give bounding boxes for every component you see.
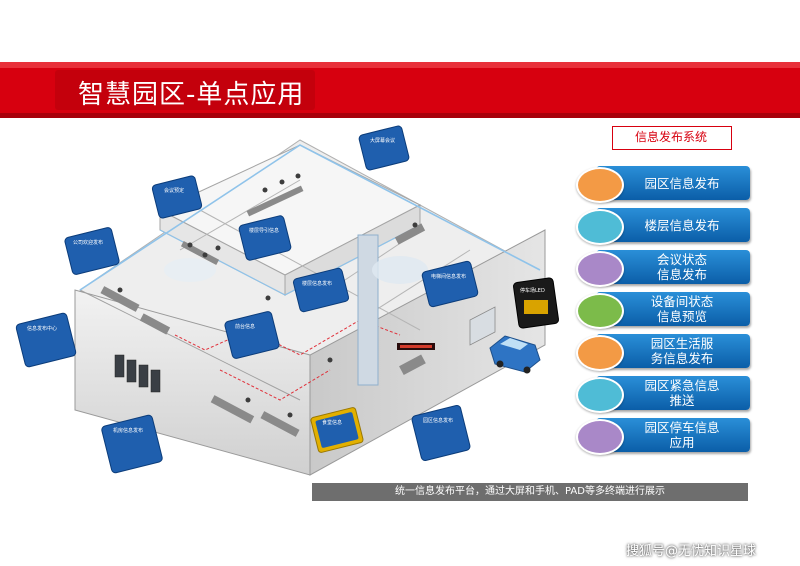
callout-label-reception: 前台信息 xyxy=(235,323,255,330)
feature-dot xyxy=(576,377,624,413)
feature-label: 园区紧急信息推送 xyxy=(644,378,720,408)
feature-item-parking-app: 园区停车信息应用 xyxy=(572,417,750,455)
callout-label-canteen: 食堂信息 xyxy=(322,419,342,426)
feature-dot xyxy=(576,335,624,371)
title-plate xyxy=(55,70,315,110)
callout-meeting-booking: 会议预定 xyxy=(151,175,203,219)
callout-label-company-welcome: 公司欢迎发布 xyxy=(73,239,103,246)
feature-item-emergency-push: 园区紧急信息推送 xyxy=(572,375,750,413)
feature-label: 园区生活服务信息发布 xyxy=(650,336,714,366)
callout-label-video-conference: 大屏幕会议 xyxy=(370,137,395,144)
feature-label: 会议状态信息发布 xyxy=(656,252,707,282)
callout-label-parking-led: 停车场LED xyxy=(520,287,545,294)
callout-label-floor-guide: 楼层导引信息 xyxy=(249,227,279,234)
callout-canteen: 食堂信息 xyxy=(310,407,364,453)
callout-floor-info: 楼层信息发布 xyxy=(292,267,350,313)
feature-label: 园区信息发布 xyxy=(644,175,720,191)
callout-label-publish-center: 信息发布中心 xyxy=(27,325,57,332)
banner-shadow xyxy=(0,113,800,118)
callout-video-conference: 大屏幕会议 xyxy=(358,125,410,171)
callout-label-elevator-info: 电梯间信息发布 xyxy=(431,273,466,280)
building-diagram: 大屏幕会议 会议预定 公司欢迎发布 楼层导引信息 楼层信息发布 信息发布中心 前… xyxy=(15,125,559,476)
caption-bar xyxy=(312,483,748,501)
panel-title: 信息发布系统 xyxy=(634,130,707,144)
feature-dot xyxy=(576,209,624,245)
callout-company-welcome: 公司欢迎发布 xyxy=(64,227,120,275)
feature-dot xyxy=(576,419,624,455)
callout-elevator-info: 电梯间信息发布 xyxy=(421,260,479,308)
callout-reception: 前台信息 xyxy=(224,311,280,359)
callout-label-park-info: 园区信息发布 xyxy=(423,417,453,424)
callout-server-room: 机房信息发布 xyxy=(101,414,163,474)
feature-item-meeting-status: 会议状态信息发布 xyxy=(572,249,750,287)
feature-label: 楼层信息发布 xyxy=(644,217,720,233)
caption-text: 统一信息发布平台，通过大屏和手机、PAD等多终端进行展示 xyxy=(395,486,665,497)
callout-park-info: 园区信息发布 xyxy=(411,404,471,462)
feature-dot xyxy=(576,293,624,329)
callout-label-server-room: 机房信息发布 xyxy=(113,427,143,434)
feature-item-park-publish: 园区信息发布 xyxy=(572,165,750,203)
feature-dot xyxy=(576,251,624,287)
callout-parking-led: 停车场LED xyxy=(513,277,559,329)
banner-highlight xyxy=(0,62,800,68)
watermark: 搜狐号@无忧知识星球 xyxy=(626,544,757,559)
callout-label-floor-info: 楼层信息发布 xyxy=(302,280,332,287)
panel-title-frame xyxy=(612,126,732,150)
feature-item-life-service: 园区生活服务信息发布 xyxy=(572,333,750,371)
feature-item-floor-publish: 楼层信息发布 xyxy=(572,207,750,245)
callout-label-meeting-booking: 会议预定 xyxy=(164,187,184,194)
feature-item-equipment-status: 设备间状态信息预览 xyxy=(572,291,750,329)
feature-label: 园区停车信息应用 xyxy=(644,420,720,450)
callout-floor-guide: 楼层导引信息 xyxy=(238,215,292,261)
feature-label: 设备间状态信息预览 xyxy=(650,294,714,324)
page-title: 智慧园区-单点应用 xyxy=(78,80,305,110)
feature-dot xyxy=(576,167,624,203)
callout-publish-center: 信息发布中心 xyxy=(15,312,77,368)
